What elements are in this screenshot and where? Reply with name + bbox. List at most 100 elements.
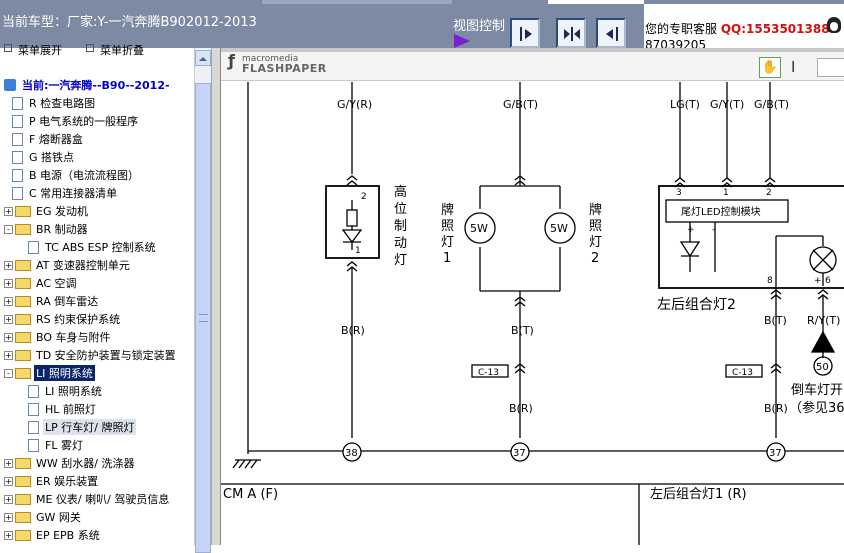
folder-icon xyxy=(15,277,31,289)
wire-label: LG(T) xyxy=(670,98,700,111)
tab-collapse[interactable]: 菜单折叠 xyxy=(100,44,144,57)
tree-item-label: AC 空调 xyxy=(36,277,77,290)
tree-item-label: BO 车身与附件 xyxy=(36,331,111,344)
tree-folder[interactable]: +WW 刮水器/ 洗涤器 xyxy=(4,454,136,472)
text-select-tool[interactable]: I xyxy=(791,58,796,76)
tree-folder[interactable]: -BR 制动器 xyxy=(4,220,90,238)
page-icon xyxy=(12,168,23,182)
expand-icon[interactable]: + xyxy=(4,278,13,288)
page-icon xyxy=(12,114,23,128)
tree-item-label: LI 照明系统 xyxy=(34,365,95,381)
prev-page-button[interactable] xyxy=(596,18,626,48)
expand-icon[interactable]: + xyxy=(4,530,13,540)
svg-text:2: 2 xyxy=(361,192,367,202)
tree-page[interactable]: P 电气系统的一般程序 xyxy=(12,112,140,130)
expand-icon[interactable]: + xyxy=(4,314,13,324)
tree-item-label: R 检查电路图 xyxy=(29,97,96,110)
svg-text:照: 照 xyxy=(589,219,602,234)
scroll-up-button[interactable] xyxy=(195,50,211,66)
tree-item-label: TD 安全防护装置与锁定装置 xyxy=(36,349,176,362)
svg-text:50: 50 xyxy=(816,362,829,373)
left-panel: 菜单展开 菜单折叠 当前:一汽奔腾--B90--2012- R 检查电路图 P 电… xyxy=(0,44,212,553)
tree-page[interactable]: TC ABS ESP 控制系统 xyxy=(28,238,158,256)
svg-text:尾灯LED控制模块: 尾灯LED控制模块 xyxy=(681,205,761,218)
tree-item-label: ME 仪表/ 喇叭/ 驾驶员信息 xyxy=(36,493,170,506)
book-icon xyxy=(4,79,16,91)
connector-mark xyxy=(514,368,526,374)
page-icon xyxy=(28,438,39,452)
svg-text:高: 高 xyxy=(394,184,407,200)
svg-text:5W: 5W xyxy=(550,222,568,235)
tree-item-label: TC ABS ESP 控制系统 xyxy=(45,241,156,254)
tree-page[interactable]: G 搭铁点 xyxy=(12,148,76,166)
tree-page[interactable]: B 电源（电流流程图） xyxy=(12,166,141,184)
scroll-thumb[interactable] xyxy=(195,83,211,553)
split-view-button[interactable] xyxy=(556,18,586,48)
tree-page[interactable]: HL 前照灯 xyxy=(28,400,98,418)
folder-icon xyxy=(15,295,31,307)
qq-link[interactable]: QQ:1553501388 xyxy=(720,22,830,36)
tree-folder[interactable]: + TD 安全防护装置与锁定装置 xyxy=(4,346,178,364)
tree-page[interactable]: LP 行车灯/ 牌照灯 xyxy=(28,418,137,436)
svg-text:制: 制 xyxy=(394,219,407,234)
connector-mark xyxy=(764,177,776,183)
connector-mark xyxy=(764,182,776,188)
tree-page[interactable]: R 检查电路图 xyxy=(12,94,97,112)
expand-icon[interactable]: + xyxy=(4,512,13,522)
connector-mark xyxy=(514,180,526,186)
pane-splitter[interactable] xyxy=(212,48,220,545)
tab-expand[interactable]: 菜单展开 xyxy=(18,44,62,57)
hand-tool-button[interactable]: ✋ xyxy=(759,57,781,78)
tree-item-label: RA 倒车雷达 xyxy=(36,295,99,308)
qq-penguin-icon[interactable] xyxy=(827,17,841,33)
zoom-input[interactable] xyxy=(817,58,844,77)
expand-icon[interactable]: + xyxy=(4,206,13,216)
tree-page[interactable]: FL 雾灯 xyxy=(28,436,85,454)
tree-root[interactable]: 当前:一汽奔腾--B90--2012- xyxy=(4,76,172,94)
folder-icon xyxy=(15,493,31,505)
connector-mark xyxy=(770,368,782,374)
tree-page[interactable]: LI 照明系统 xyxy=(28,382,104,400)
tree-folder[interactable]: +AT 变速器控制单元 xyxy=(4,256,132,274)
tree-item-label: HL 前照灯 xyxy=(45,403,96,416)
tree-folder[interactable]: +EG 发动机 xyxy=(4,202,90,220)
wire-label: B(T) xyxy=(511,324,534,337)
expand-icon[interactable]: + xyxy=(4,494,13,504)
expand-icon[interactable]: + xyxy=(4,296,13,306)
collapse-icon[interactable]: - xyxy=(4,224,13,234)
tree-page[interactable]: C 常用连接器清单 xyxy=(12,184,119,202)
folder-icon xyxy=(15,331,31,343)
tree-page[interactable]: F 熔断器盒 xyxy=(12,130,85,148)
tree-folder[interactable]: +RS 约束保护系统 xyxy=(4,310,122,328)
wire-label: B(R) xyxy=(341,324,365,337)
tree-folder[interactable]: +GW 网关 xyxy=(4,508,83,526)
collapse-icon[interactable]: - xyxy=(4,368,13,378)
tree-folder[interactable]: + ME 仪表/ 喇叭/ 驾驶员信息 xyxy=(4,490,171,508)
next-page-button[interactable] xyxy=(510,18,540,48)
tree-folder[interactable]: - LI 照明系统 xyxy=(4,364,95,382)
svg-text:8: 8 xyxy=(767,276,773,286)
svg-text:（参见36: （参见36 xyxy=(789,400,844,416)
connector-mark xyxy=(817,294,829,300)
tree-scrollbar[interactable] xyxy=(194,48,211,553)
expand-icon[interactable]: + xyxy=(4,476,13,486)
tree-folder[interactable]: + AC 空调 xyxy=(4,274,79,292)
page-icon xyxy=(28,402,39,416)
expand-icon[interactable]: + xyxy=(4,350,13,360)
collapse-tab-icon xyxy=(86,44,94,52)
connector-mark xyxy=(721,182,733,188)
tree-folder[interactable]: +EP EPB 系统 xyxy=(4,526,102,544)
svg-text:灯: 灯 xyxy=(394,253,407,268)
tree-folder[interactable]: + RA 倒车雷达 xyxy=(4,292,100,310)
expand-icon[interactable]: + xyxy=(4,332,13,342)
wire-label: G/Y(T) xyxy=(710,98,744,111)
tree-folder[interactable]: + BO 车身与附件 xyxy=(4,328,113,346)
expand-icon[interactable]: + xyxy=(4,260,13,270)
svg-text:左后组合灯1 (R): 左后组合灯1 (R) xyxy=(650,487,747,502)
folder-icon xyxy=(15,511,31,523)
page-icon xyxy=(28,384,39,398)
tree-folder[interactable]: +ER 娱乐装置 xyxy=(4,472,100,490)
wiring-diagram: G/Y(R) G/B(T) LG(T) G/Y(T) G/B(T) B(R) B… xyxy=(221,82,844,545)
connector-mark xyxy=(346,180,358,186)
expand-icon[interactable]: + xyxy=(4,458,13,468)
